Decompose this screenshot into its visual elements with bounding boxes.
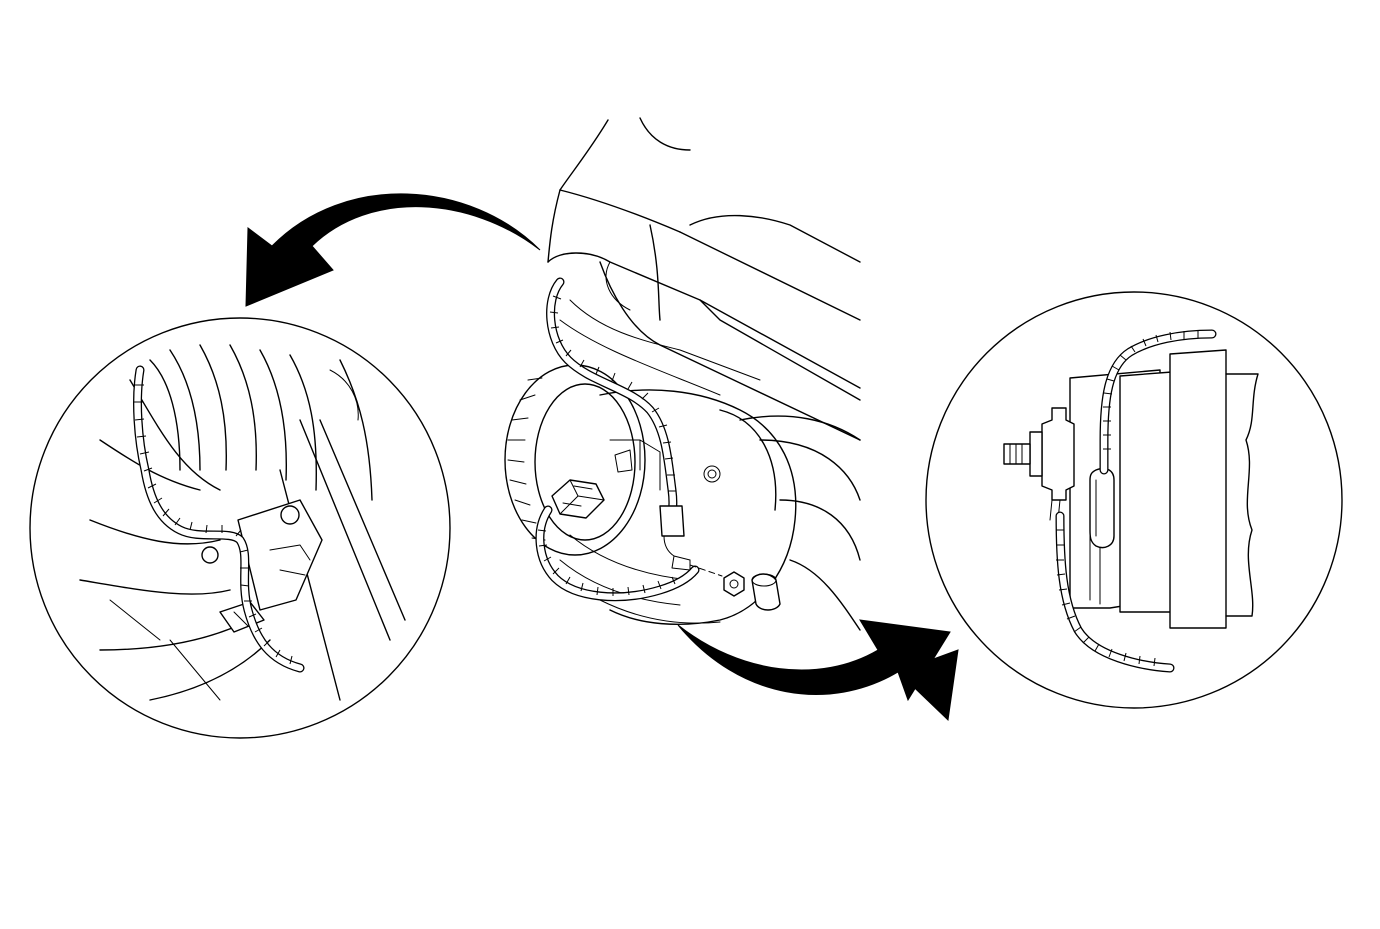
retaining-nut bbox=[723, 571, 745, 597]
arrow-to-right-detail bbox=[677, 619, 959, 722]
resistor-stud bbox=[659, 505, 723, 577]
right-detail-view bbox=[925, 291, 1343, 709]
harness-connector bbox=[551, 479, 605, 519]
arrow-to-left-detail bbox=[245, 193, 541, 307]
blower-motor-assembly bbox=[504, 117, 861, 631]
spacer-sleeve bbox=[751, 573, 781, 611]
wiring-harness bbox=[535, 277, 700, 602]
left-detail-view bbox=[29, 317, 451, 739]
